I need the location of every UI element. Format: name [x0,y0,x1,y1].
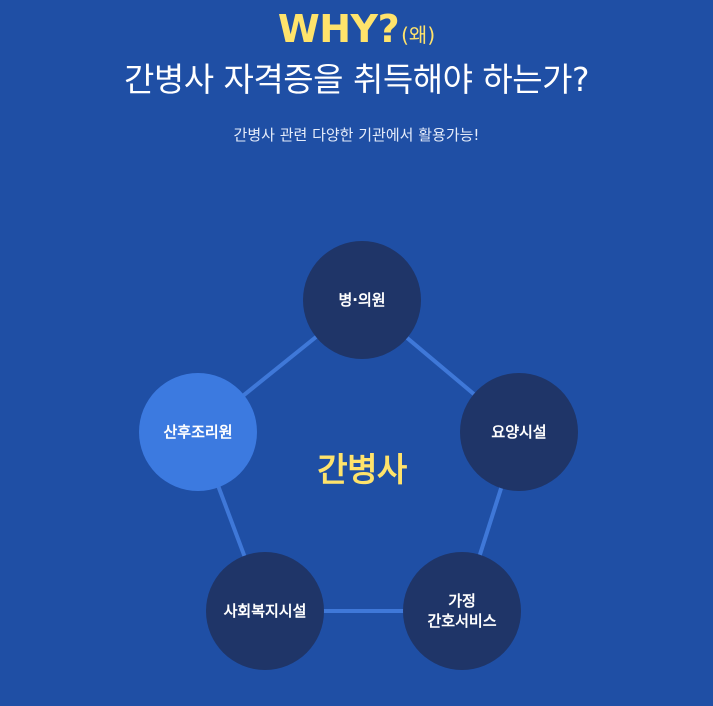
node-circle-nursing-facility [460,373,578,491]
why-heading: WHY?(왜) [0,10,713,48]
node-label-postpartum-center: 산후조리원 [163,422,232,442]
node-label-line1: 병·의원 [338,290,386,309]
node-circles [139,241,578,670]
node-label-line1: 산후조리원 [163,422,233,441]
node-label-line1: 가정 [448,591,476,610]
why-text: WHY? [277,7,400,51]
node-label-line2: 간호서비스 [427,612,497,630]
page-subtitle: 간병사 관련 다양한 기관에서 활용가능! [233,126,480,144]
diagram-center-label: 간병사 [317,450,407,489]
node-label-line1: 요양시설 [491,422,547,441]
node-label-line1: 사회복지시설 [223,601,307,620]
node-label-hospital: 병·의원 [338,290,385,310]
node-circle-home-nursing [403,552,521,670]
node-circle-hospital [303,241,421,359]
page-title: 간병사 자격증을 취득해야 하는가? [123,60,590,99]
node-circle-postpartum-center [139,373,257,491]
node-circle-welfare-facility [206,552,324,670]
node-label-welfare-facility: 사회복지시설 [224,601,307,621]
why-subtext: (왜) [401,23,436,47]
node-label-nursing-facility: 요양시설 [491,422,546,442]
